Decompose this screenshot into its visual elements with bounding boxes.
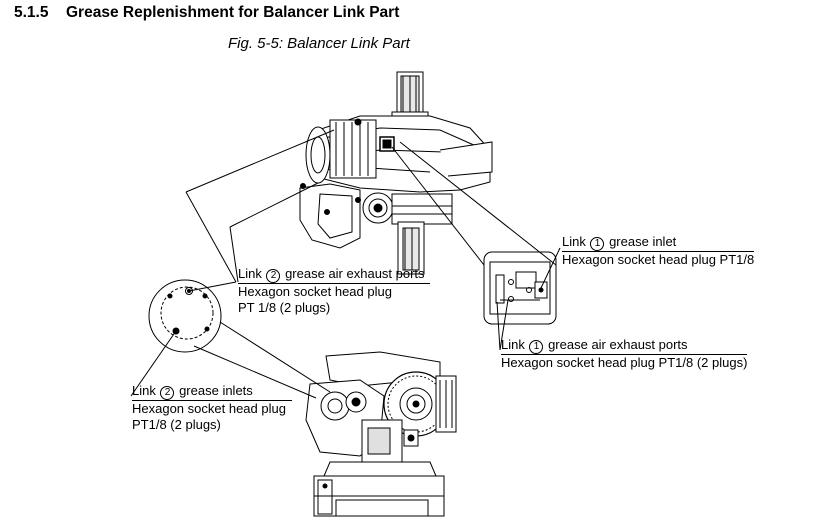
callout-link2-exhaust-line3: PT 1/8 (2 plugs): [238, 300, 331, 315]
callout-link1-exhaust-line1: Link 1 grease air exhaust ports: [501, 337, 747, 354]
callout-text: Link: [562, 234, 590, 249]
section-title: Grease Replenishment for Balancer Link P…: [66, 4, 400, 21]
leader-lines: [130, 129, 561, 399]
callout-text: Link: [238, 266, 266, 281]
callout-text: grease air exhaust ports: [281, 266, 425, 281]
circled-number: 1: [590, 237, 605, 251]
callout-link2-exhaust: Link 2 grease air exhaust ports Hexagon …: [238, 266, 430, 316]
callout-link1-inlet: Link 1 grease inlet Hexagon socket head …: [562, 234, 755, 268]
callout-text: grease inlet: [605, 234, 677, 249]
callout-link2-inlets-line1: Link 2 grease inlets: [132, 383, 292, 401]
callout-text: grease air exhaust ports: [544, 337, 688, 352]
callout-text: grease inlets: [175, 383, 253, 398]
callout-link2-exhaust-line1: Link 2 grease air exhaust ports: [238, 266, 430, 284]
callout-link1-exhaust-line2: Hexagon socket head plug PT1/8 (2 plugs): [501, 354, 748, 370]
link1-detail-inset: [483, 251, 557, 325]
circled-number: 1: [529, 340, 544, 354]
callout-link2-exhaust-line2: Hexagon socket head plug: [238, 284, 392, 299]
callout-link1-inlet-line1: Link 1 grease inlet: [562, 234, 754, 251]
callout-link2-inlets: Link 2 grease inlets Hexagon socket head…: [132, 383, 292, 433]
circled-number: 2: [266, 269, 281, 283]
callout-link1-inlet-line2: Hexagon socket head plug PT1/8: [562, 251, 755, 267]
callout-text: Link: [132, 383, 160, 398]
callout-link1-exhaust: Link 1 grease air exhaust ports Hexagon …: [501, 337, 748, 371]
callout-text: Link: [501, 337, 529, 352]
section-number: 5.1.5: [14, 4, 49, 21]
robot-side-view: [305, 351, 457, 517]
callout-link2-inlets-line3: PT1/8 (2 plugs): [132, 417, 221, 432]
circled-number: 2: [160, 386, 175, 400]
figure-caption: Fig. 5-5: Balancer Link Part: [228, 35, 410, 52]
section-heading: 5.1.5 Grease Replenishment for Balancer L…: [14, 4, 399, 22]
link2-detail-inset: [148, 279, 222, 353]
robot-top-view: [299, 71, 493, 275]
callout-link2-inlets-line2: Hexagon socket head plug: [132, 401, 286, 416]
